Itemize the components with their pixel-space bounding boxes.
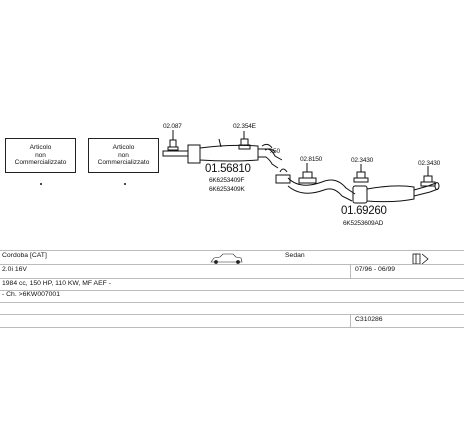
not-marketed-box: Articolo non Commercializzato <box>88 138 159 173</box>
model-name: Cordoba [CAT] <box>2 252 47 259</box>
clamp-middle <box>238 131 251 150</box>
part-number-front: 01.56810 <box>205 163 251 175</box>
box-line: Articolo <box>29 144 52 152</box>
clamp-rear-b <box>353 164 369 183</box>
part-code-label: 02.8150 <box>300 156 323 163</box>
catalogue-code: C310286 <box>355 316 383 323</box>
not-marketed-box: Articolo non Commercializzato <box>5 138 76 173</box>
table-rule <box>0 264 464 265</box>
clamp-rear-left <box>275 168 291 184</box>
part-code-label: 02.3430 <box>351 157 374 164</box>
clamp-rear-a <box>298 163 317 184</box>
part-number-rear: 01.69260 <box>341 205 387 217</box>
quantity-label: x50 <box>270 148 280 155</box>
table-rule <box>0 250 464 251</box>
oem-number: 6K5253609AD <box>343 220 384 227</box>
box-line: Commercializzato <box>97 159 150 167</box>
part-code-label: 02.087 <box>163 123 182 130</box>
engine-label: 2.0i 16V <box>2 266 27 273</box>
body-type: Sedan <box>285 252 305 259</box>
front-pipe-section <box>162 138 283 169</box>
table-divider <box>350 264 351 278</box>
part-code-label: 02.354E <box>233 123 256 130</box>
box-marker-dot <box>124 183 126 185</box>
drive-side-icon <box>412 253 429 265</box>
box-line: Commercializzato <box>14 159 67 167</box>
table-rule <box>0 327 464 328</box>
table-divider <box>350 314 351 327</box>
table-rule <box>0 278 464 279</box>
chassis-range: - Ch. >6KW007001 <box>2 291 60 298</box>
part-code-label: 02.3430 <box>418 160 441 167</box>
table-rule <box>0 314 464 315</box>
box-line: non <box>118 151 129 159</box>
box-line: non <box>35 151 46 159</box>
table-rule <box>0 302 464 303</box>
box-line: Articolo <box>112 144 135 152</box>
oem-number: 6K6253409F <box>209 177 245 184</box>
car-silhouette-icon <box>210 253 243 264</box>
table-rule <box>0 290 464 291</box>
production-period: 07/96 - 06/99 <box>355 266 396 273</box>
engine-specs: 1984 cc, 150 HP, 110 KW, MF AEF - <box>2 280 111 287</box>
clamp-left <box>167 130 179 151</box>
connector-pipe <box>261 143 276 153</box>
clamp-rear-c <box>420 166 436 187</box>
box-marker-dot <box>40 183 42 185</box>
oem-number: 6K6253409K <box>209 186 245 193</box>
